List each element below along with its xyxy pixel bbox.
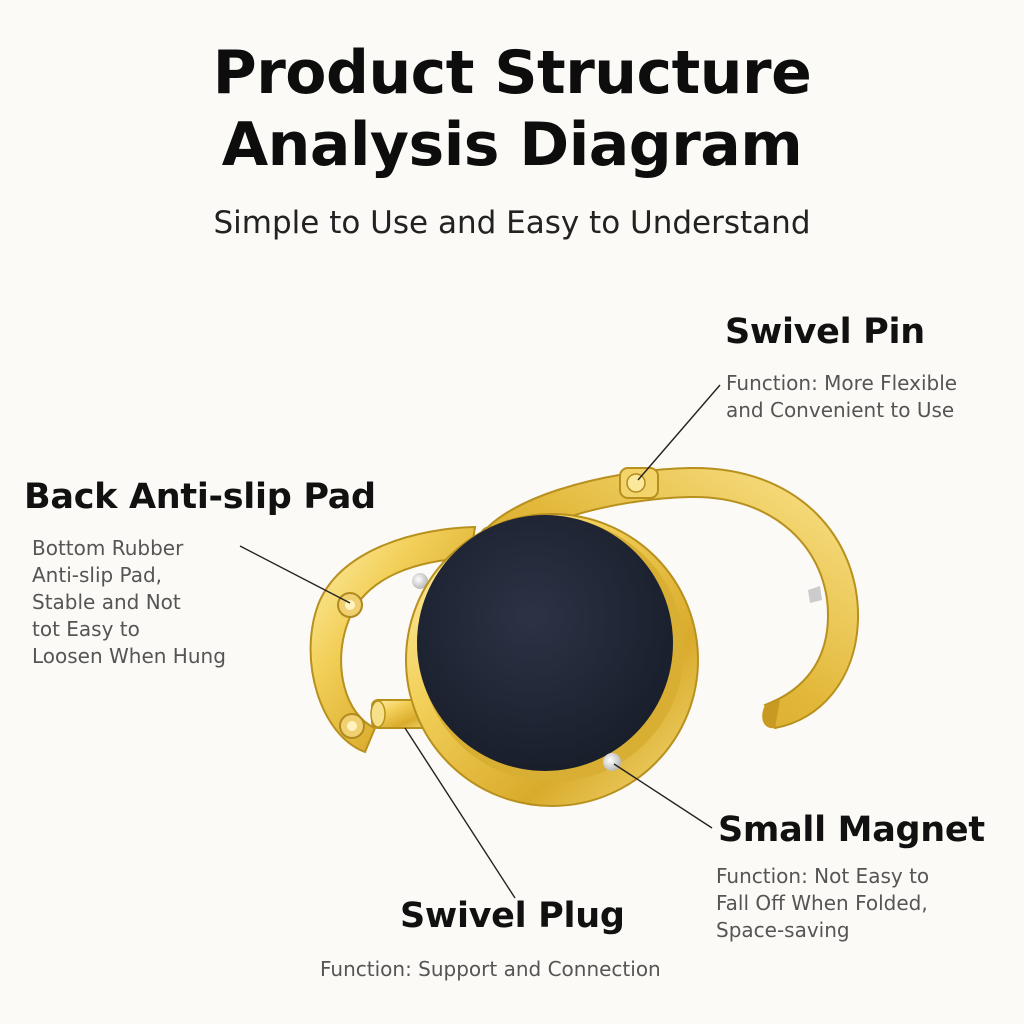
leader-swivel-pin: [637, 384, 721, 481]
back-pad-desc-line: Stable and Not: [32, 590, 181, 614]
magnet-part: [603, 753, 621, 771]
leader-lines: [239, 384, 721, 899]
page-title-line2: Analysis Diagram: [221, 110, 803, 180]
back-pad-desc-line: tot Easy to: [32, 617, 140, 641]
swivel-pin-label: Swivel Pin: [725, 312, 925, 352]
swivel-pin-desc-line: Function: More Flexible: [726, 371, 958, 395]
round-body: [405, 513, 699, 807]
small-magnet-label: Small Magnet: [718, 810, 985, 850]
anti-slip-pad: [417, 515, 673, 771]
leader-back-pad: [239, 545, 351, 604]
page-title-line1: Product Structure: [212, 38, 812, 108]
swivel-pin-description: Function: More Flexible and Convenient t…: [726, 370, 957, 424]
page-subtitle: Simple to Use and Easy to Understand: [213, 205, 811, 241]
back-pad-desc-line: Anti-slip Pad,: [32, 563, 163, 587]
back-pad-label: Back Anti-slip Pad: [24, 477, 376, 517]
left-hook-arm: [309, 525, 477, 754]
swivel-plug-description: Function: Support and Connection: [320, 956, 661, 983]
small-magnet-description: Function: Not Easy to Fall Off When Fold…: [716, 863, 929, 944]
back-pad-desc-line: Bottom Rubber: [32, 536, 184, 560]
small-magnet-desc-line: Function: Not Easy to: [716, 864, 930, 888]
back-pad-description: Bottom Rubber Anti-slip Pad, Stable and …: [32, 535, 226, 670]
leader-small-magnet: [613, 763, 713, 829]
swivel-plug-desc-line: Function: Support and Connection: [320, 957, 661, 981]
swivel-pin-desc-line: and Convenient to Use: [726, 398, 955, 422]
leader-swivel-plug: [404, 727, 516, 899]
back-pad-desc-line: Loosen When Hung: [32, 644, 226, 668]
swivel-plug-label: Swivel Plug: [400, 896, 625, 936]
small-magnet-desc-line: Fall Off When Folded,: [716, 891, 928, 915]
small-magnet-desc-line: Space-saving: [716, 918, 850, 942]
right-hook-arm: [476, 466, 860, 730]
